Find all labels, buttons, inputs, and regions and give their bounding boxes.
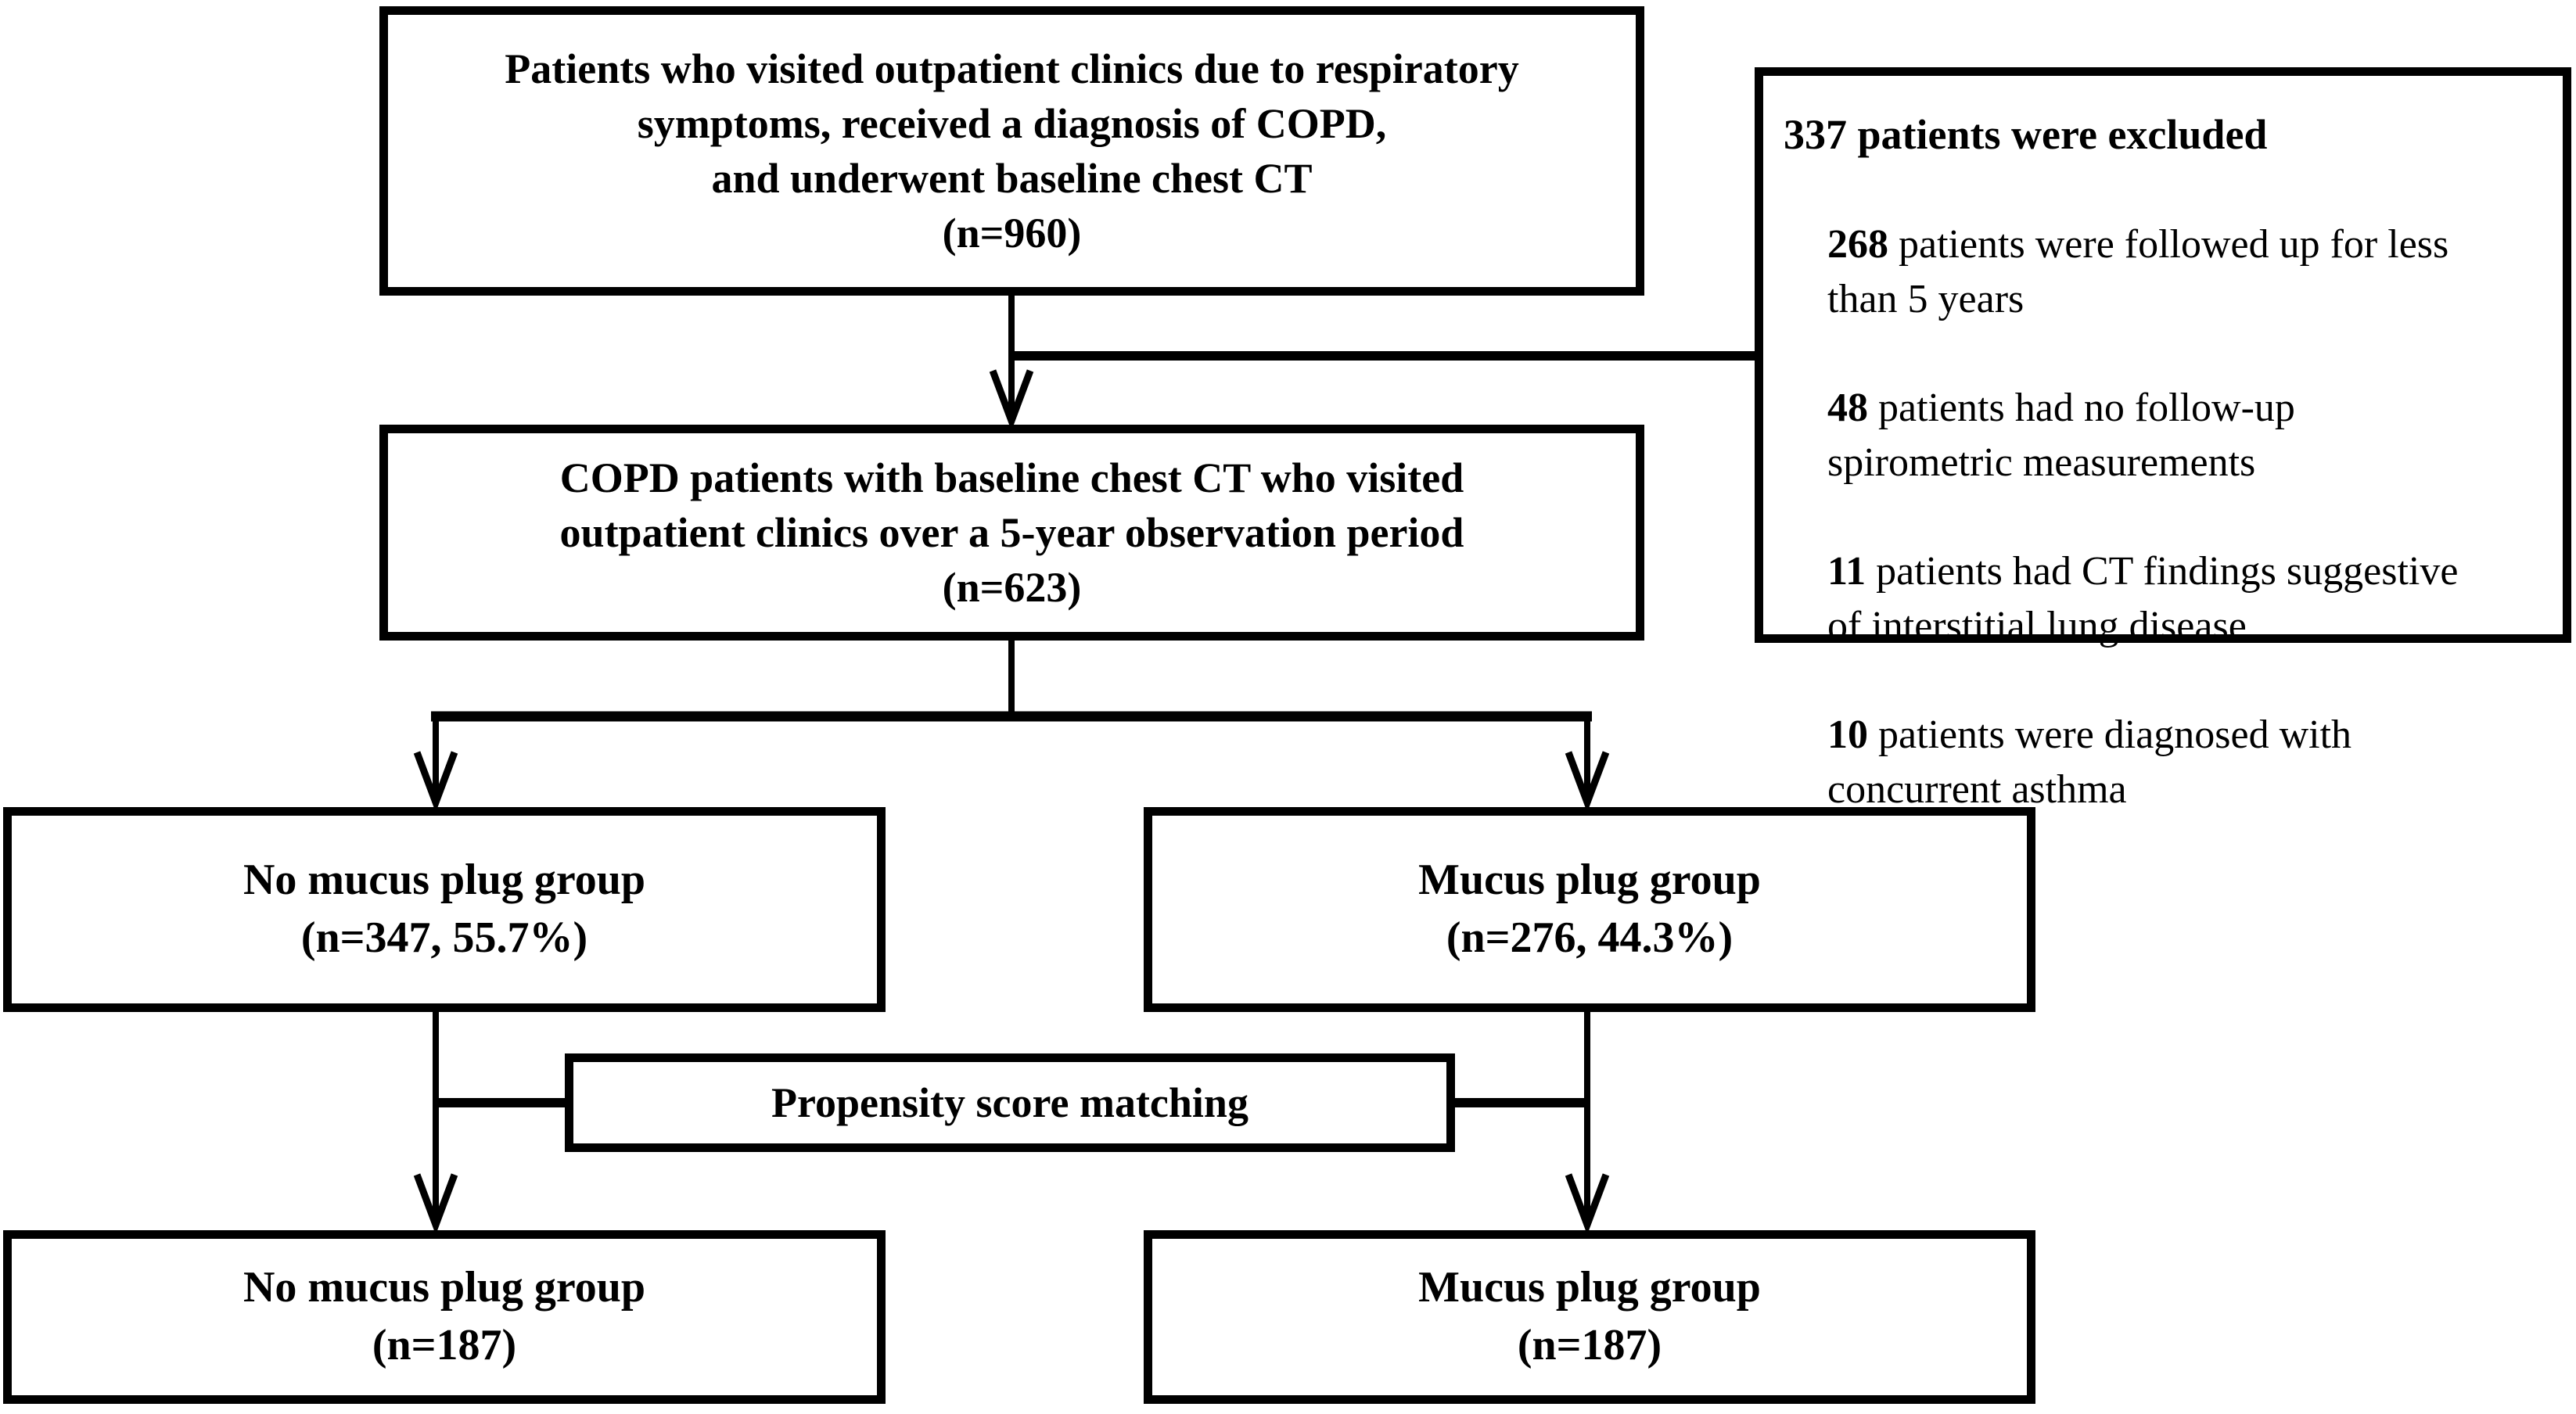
exclusion-reason: patients had no follow-up spirometric me… [1827,385,2295,485]
box-no-mucus-plug-group-matched: No mucus plug group (n=187) [3,1230,886,1404]
box-initial-cohort: Patients who visited outpatient clinics … [379,6,1644,296]
box-5yr-cohort: COPD patients with baseline chest CT who… [379,425,1644,641]
exclusion-item-ild: 11 patients had CT findings suggestive o… [1827,490,2553,653]
no-mucus-plug-group-text: No mucus plug group (n=347, 55.7%) [243,856,645,962]
propensity-score-matching-text: Propensity score matching [771,1078,1248,1126]
mucus-plug-group-text: Mucus plug group (n=276, 44.3%) [1418,856,1761,962]
arrow-split-to-no-mucus [413,712,458,813]
exclusion-count: 10 [1827,712,1868,757]
5yr-cohort-text: COPD patients with baseline chest CT who… [559,454,1464,612]
exclusion-reason: patients were followed up for less than … [1827,221,2449,321]
exclusion-reason: patients had CT findings suggestive of i… [1827,548,2459,648]
arrow-split-to-mucus [1565,712,1610,813]
exclusion-item-spirometry: 48 patients had no follow-up spirometric… [1827,326,2553,490]
exclusion-item-asthma: 10 patients were diagnosed with concurre… [1827,653,2553,816]
box-mucus-plug-group-matched: Mucus plug group (n=187) [1144,1230,2035,1404]
exclusion-reason: patients were diagnosed with concurrent … [1827,712,2352,812]
arrow-mucus-to-matched [1565,1012,1610,1235]
box-no-mucus-plug-group: No mucus plug group (n=347, 55.7%) [3,807,886,1012]
exclusion-count: 268 [1827,221,1888,267]
exclusion-count: 11 [1827,548,1866,594]
exclusion-item-followup: 268 patients were followed up for less t… [1827,163,2553,326]
mucus-plug-group-matched-text: Mucus plug group (n=187) [1418,1263,1761,1369]
box-mucus-plug-group: Mucus plug group (n=276, 44.3%) [1144,807,2035,1012]
no-mucus-plug-group-matched-text: No mucus plug group (n=187) [243,1263,645,1369]
arrow-initial-to-cohort [989,296,1034,431]
arrow-no-mucus-to-matched [413,1012,458,1235]
box-excluded-patients: 337 patients were excluded 268 patients … [1755,67,2571,812]
initial-cohort-text: Patients who visited outpatient clinics … [505,45,1519,257]
exclusion-count: 48 [1827,385,1868,430]
box-propensity-score-matching: Propensity score matching [565,1053,1455,1152]
exclusion-title: 337 patients were excluded [1784,111,2268,158]
